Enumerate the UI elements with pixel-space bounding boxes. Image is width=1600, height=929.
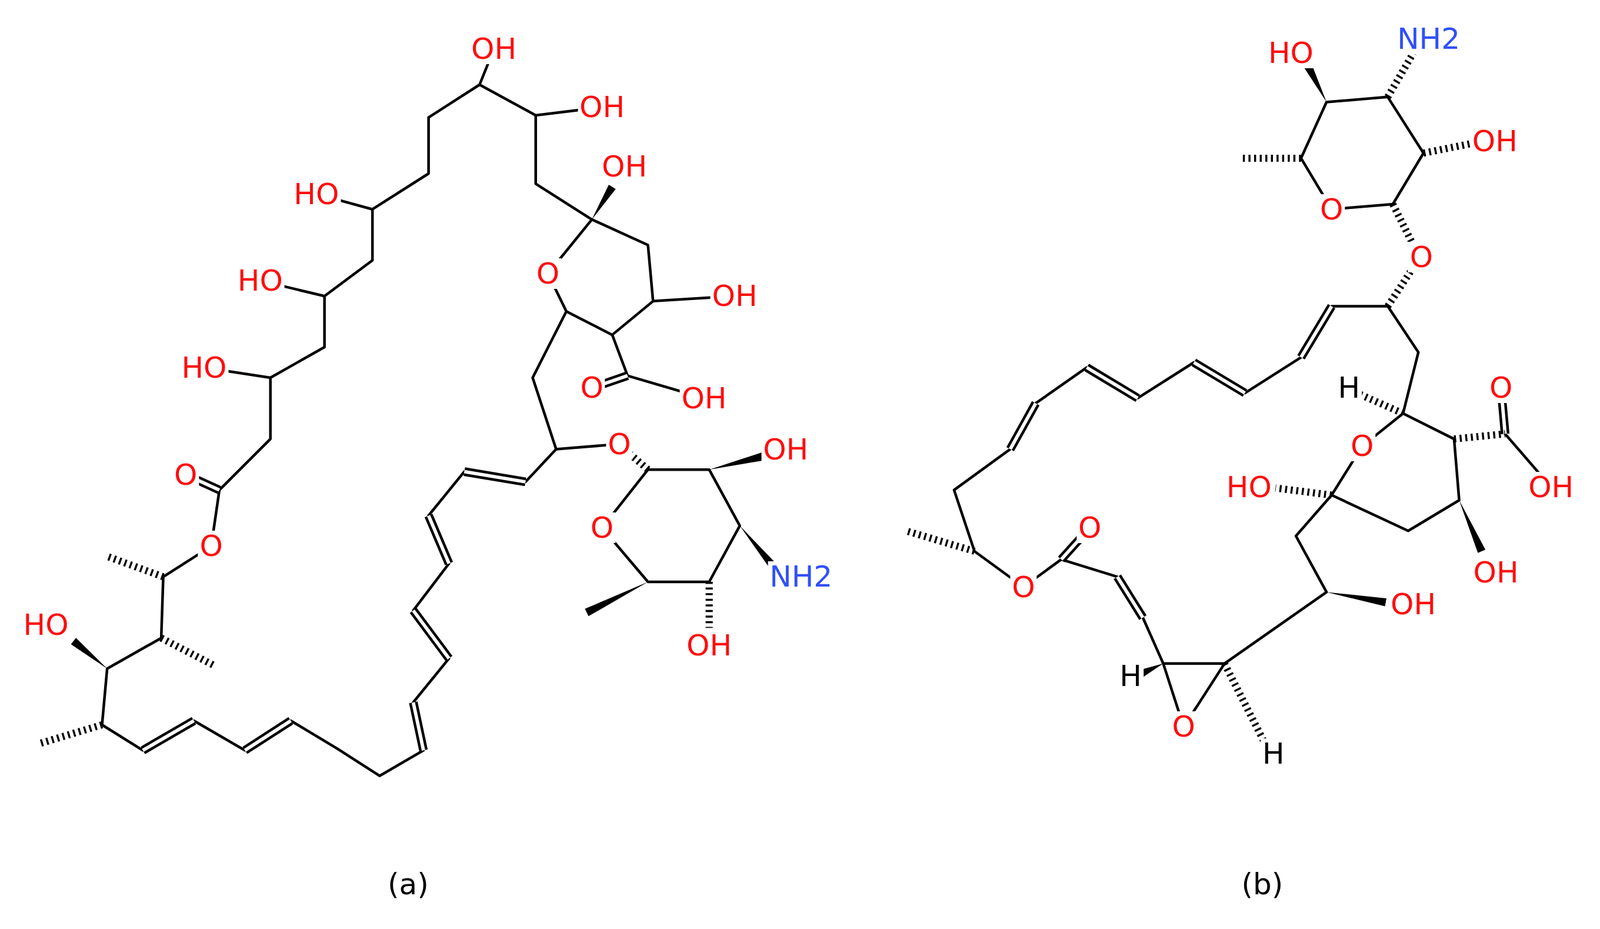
hashed-bond <box>1423 142 1475 153</box>
bond-chain <box>954 448 1062 587</box>
pyran-ring <box>1331 413 1460 532</box>
atom-label: O <box>534 258 562 289</box>
wedge-bond <box>1459 500 1486 553</box>
hashed-bond <box>1359 394 1404 414</box>
atom-label: OH <box>600 151 649 182</box>
atom-label: O <box>197 530 225 562</box>
pyran-ring <box>548 219 654 335</box>
wedge-bond <box>584 581 648 616</box>
hashed-bond <box>1387 52 1413 98</box>
bond-chain <box>525 311 566 482</box>
hashed-bond <box>705 581 713 628</box>
atom-label: O <box>588 512 616 543</box>
bond-chain <box>290 720 424 776</box>
sugar-ring <box>601 469 740 582</box>
sugar-ring <box>1301 97 1424 210</box>
atom-label: O <box>605 428 633 460</box>
atom-label: HO <box>1266 37 1316 69</box>
hashed-bond <box>40 724 102 743</box>
double-bond-gap <box>142 306 1506 751</box>
wedge-bond <box>1304 64 1327 103</box>
atom-label: OH <box>1526 471 1576 503</box>
atom-label: NH2 <box>1395 23 1462 55</box>
hashed-bond <box>1240 154 1302 162</box>
bond <box>1061 559 1118 577</box>
atom-label: HO <box>21 609 71 640</box>
bond <box>413 563 450 611</box>
wedge-bond <box>709 452 765 470</box>
atom-label: O <box>172 459 199 490</box>
wedge-bond <box>71 637 108 669</box>
wedge-bond <box>1326 591 1387 606</box>
bond <box>1035 367 1088 404</box>
bond <box>1331 304 1388 308</box>
atom-label: NH2 <box>767 561 835 592</box>
bond-chain <box>479 84 592 220</box>
hashed-bond <box>1454 433 1506 439</box>
hashed-bond <box>1392 204 1414 245</box>
atom-label: OH <box>679 382 729 414</box>
double-bond-outer <box>142 306 1506 751</box>
wedge-bonds <box>71 64 1486 678</box>
hashed-bond <box>1275 487 1332 495</box>
hashed-bond <box>1224 663 1264 740</box>
atom-label: OH <box>761 434 810 465</box>
hashed-bond <box>1387 270 1412 307</box>
hashed-bond <box>107 556 163 578</box>
atom-label: OH <box>684 630 734 661</box>
hashed-bonds <box>40 52 1505 743</box>
atom-label: O <box>578 372 605 403</box>
bond <box>413 658 450 703</box>
atom-label: O <box>1318 194 1345 225</box>
bond-chain <box>1387 306 1419 414</box>
atom-label: OH <box>1471 557 1521 588</box>
panel-label: (b) <box>1239 868 1285 900</box>
atom-label: H <box>1260 738 1287 769</box>
bond-chain <box>1142 495 1332 664</box>
atom-label: HO <box>291 178 341 210</box>
wedge-bond <box>591 184 616 220</box>
bond <box>428 471 465 516</box>
atom-label: HO <box>179 352 229 383</box>
atom-label: O <box>1170 711 1198 742</box>
bond <box>612 334 628 376</box>
atom-label: O <box>1076 512 1103 543</box>
atom-label: OH <box>577 91 627 123</box>
bond <box>1244 357 1301 393</box>
atom-label: O <box>1348 430 1376 462</box>
atom-label: OH <box>469 33 519 65</box>
panel-label: (a) <box>385 868 431 900</box>
atom-label: O <box>1010 571 1037 603</box>
atom-label: O <box>1487 372 1515 403</box>
single-bonds <box>101 48 1551 776</box>
atom-label: OH <box>1470 125 1520 157</box>
atom-label: HO <box>235 265 285 296</box>
bond <box>1137 362 1194 399</box>
atom-label: H <box>1335 372 1362 403</box>
bond <box>194 720 246 750</box>
atom-label: H <box>1117 660 1144 692</box>
hashed-bond <box>905 530 975 552</box>
atom-label: O <box>1408 241 1435 273</box>
atom-label: OH <box>1388 588 1438 620</box>
atom-label: HO <box>1224 471 1274 503</box>
atom-label: OH <box>710 280 760 312</box>
hashed-bond <box>161 637 215 666</box>
